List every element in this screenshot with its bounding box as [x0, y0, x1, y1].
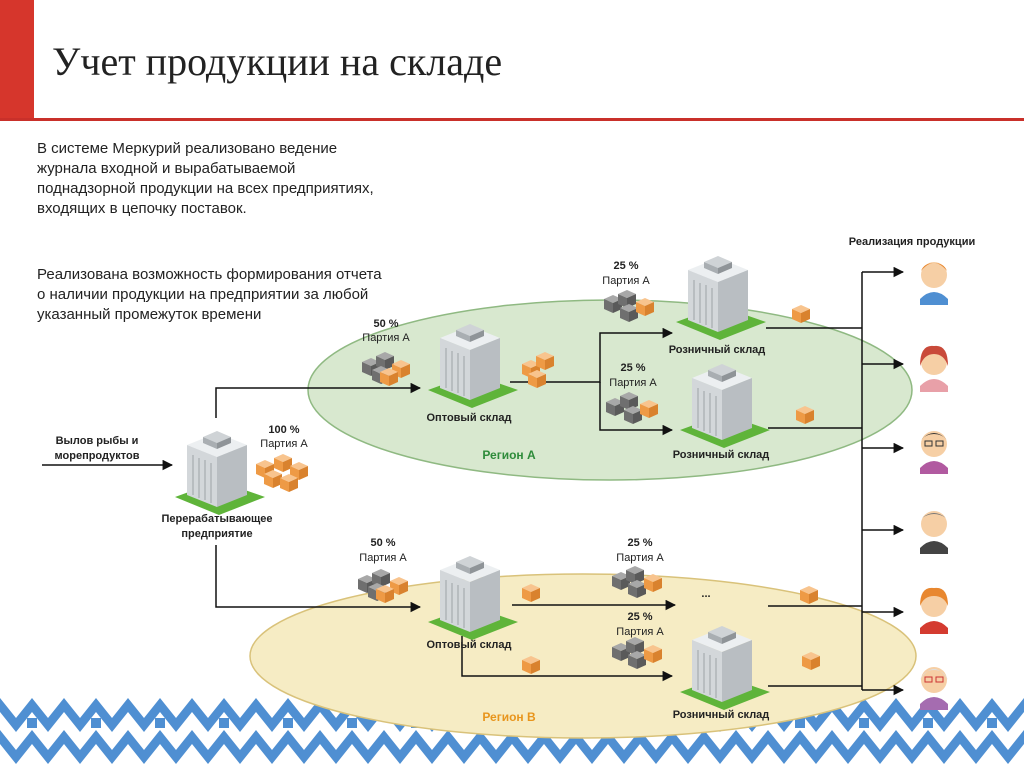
region-a-label: Регион А — [482, 448, 536, 462]
region-a-area — [307, 299, 913, 481]
lot-100-name: Партия А — [260, 438, 308, 450]
ellipsis-label: ... — [701, 588, 710, 600]
lot-100-percent: 100 % — [268, 424, 299, 436]
lot-25-a1-name: Партия А — [602, 275, 650, 287]
description-paragraph-2: Реализована возможность формирования отч… — [37, 266, 382, 323]
sales-title: Реализация продукции — [849, 236, 975, 248]
lot-25-b1-name: Партия А — [616, 552, 664, 564]
retail-a2-label: Розничный склад — [673, 449, 770, 461]
lot-25-a2-name: Партия А — [609, 377, 657, 389]
title-divider — [0, 118, 1024, 121]
processor-label-line2: предприятие — [181, 528, 252, 540]
processing-plant-building — [174, 430, 266, 516]
retail-a1-label: Розничный склад — [669, 344, 766, 356]
lot-25-b2-percent: 25 % — [627, 611, 652, 623]
description-paragraph-1: В системе Меркурий реализовано ведение ж… — [37, 140, 374, 217]
lot-50-b-name: Партия А — [359, 552, 407, 564]
lot-25-b2-name: Партия А — [616, 626, 664, 638]
lot-25-a2-percent: 25 % — [620, 362, 645, 374]
flow-arrows — [42, 266, 905, 696]
lot-50-b-percent: 50 % — [370, 537, 395, 549]
lot-25-b1-percent: 25 % — [627, 537, 652, 549]
corner-accent — [0, 0, 34, 120]
region-b-label: Регион В — [482, 710, 536, 724]
lot-100-boxes — [256, 454, 308, 492]
wholesale-b-label: Оптовый склад — [427, 639, 512, 651]
lot-50-a-name: Партия А — [362, 332, 410, 344]
processor-label-line1: Перерабатывающее — [161, 513, 272, 525]
input-label-line2: морепродуктов — [55, 450, 140, 462]
retail-b-label: Розничный склад — [673, 709, 770, 721]
input-label-line1: Вылов рыбы и — [56, 435, 139, 447]
wholesale-a-label: Оптовый склад — [427, 412, 512, 424]
slide-title: Учет продукции на складе — [52, 39, 503, 84]
lot-50-a-percent: 50 % — [373, 318, 398, 330]
consumer-icons — [920, 262, 948, 710]
lot-25-a1-percent: 25 % — [613, 260, 638, 272]
